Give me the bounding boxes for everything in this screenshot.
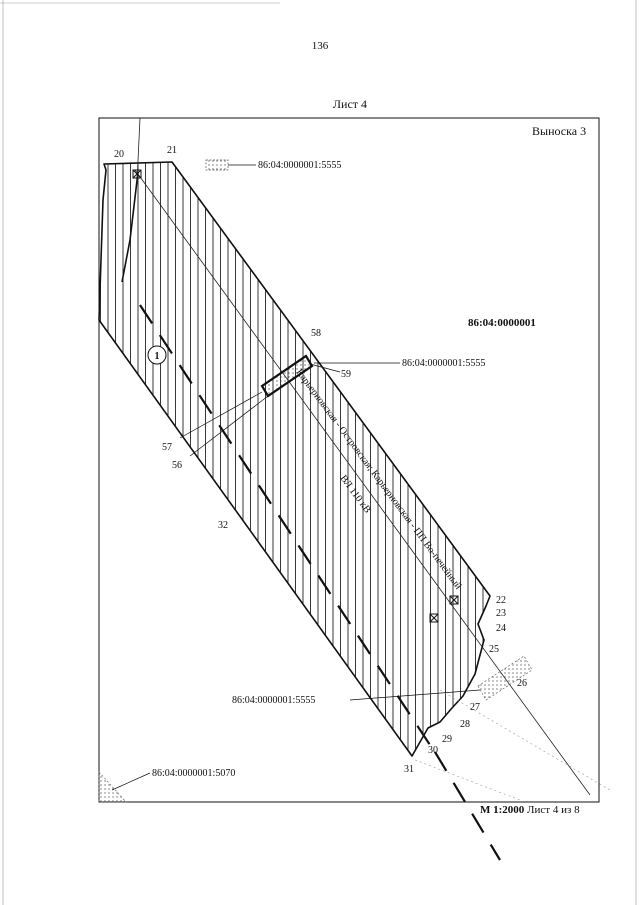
point-number: 58 — [311, 328, 321, 339]
point-number: 22 — [496, 595, 506, 606]
point-number: 25 — [489, 644, 499, 655]
parcel-label: 86:04:0000001:5555 — [402, 358, 485, 369]
point-number: 23 — [496, 608, 506, 619]
road-edge-dotted — [439, 689, 611, 791]
cadastral-block: 86:04:0000001 — [468, 317, 536, 329]
legend-swatch — [205, 159, 229, 171]
footer: М 1:2000 Лист 4 из 8 — [480, 804, 580, 816]
point-number: 24 — [496, 623, 506, 634]
parcel-label: 86:04:0000001:5070 — [152, 768, 235, 779]
point-number: 26 — [517, 678, 527, 689]
point-number: 21 — [167, 145, 177, 156]
point-number: 56 — [172, 460, 182, 471]
point-number: 57 — [162, 442, 172, 453]
leader-line — [349, 689, 481, 701]
zone-number-badge — [147, 345, 167, 365]
leader-line — [309, 363, 341, 373]
page-number: 136 — [311, 40, 329, 52]
leader-line — [179, 391, 263, 439]
parcel-boundary-dashed — [139, 304, 431, 746]
parcel-5555-road — [477, 655, 533, 701]
parcel-5555-small — [260, 354, 314, 398]
parcel-5070 — [98, 771, 127, 803]
point-number: 32 — [218, 520, 228, 531]
zone-number: 1 — [155, 351, 160, 362]
map-frame — [98, 117, 600, 803]
scale-label: М 1:2000 — [480, 804, 525, 816]
power-line-spur — [136, 117, 141, 183]
point-number: 28 — [460, 719, 470, 730]
point-number: 59 — [341, 369, 351, 380]
point-number: 30 — [428, 745, 438, 756]
parcel-boundary-upper — [121, 171, 139, 283]
road-boundary-dashed — [434, 751, 501, 861]
tower-icon — [449, 595, 459, 605]
point-number: 31 — [404, 764, 414, 775]
leader-line — [189, 395, 269, 457]
sheet-count: Лист 4 из 8 — [527, 804, 580, 816]
power-line-axis — [134, 169, 591, 796]
callout-title: Выноска 3 — [532, 124, 587, 138]
sheet-label: Лист 4 — [332, 97, 368, 111]
parcel-label: 86:04:0000001:5555 — [258, 160, 341, 171]
easement-zone-1 — [98, 161, 491, 757]
road-edge-dotted — [414, 759, 521, 801]
leader-line — [111, 772, 151, 791]
point-number: 20 — [114, 149, 124, 160]
point-number: 27 — [470, 702, 480, 713]
parcel-label: 86:04:0000001:5555 — [232, 695, 315, 706]
point-number: 29 — [442, 734, 452, 745]
tower-icon — [429, 613, 439, 623]
tower-icon — [132, 169, 142, 179]
